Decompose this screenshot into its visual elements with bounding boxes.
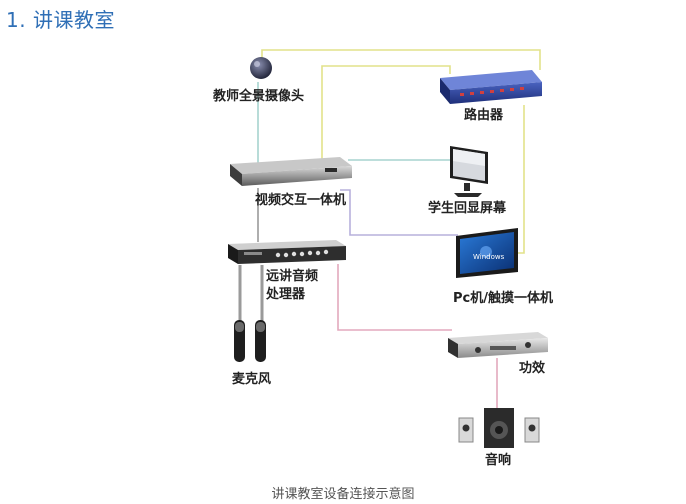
- label-amplifier: 功效: [519, 361, 546, 376]
- audio-processor-icon: [228, 240, 346, 264]
- label-student-screen: 学生回显屏幕: [428, 201, 507, 216]
- line-camera-router: [261, 49, 541, 70]
- line-video-pc: [340, 189, 458, 236]
- line-pc-router: [518, 105, 525, 254]
- line-video-router: [321, 65, 451, 165]
- label-audio-processor-2: 处理器: [266, 287, 306, 302]
- microphone-icon: [234, 320, 266, 362]
- connection-lines: [238, 49, 541, 408]
- pc-monitor-icon: Windows: [456, 228, 518, 278]
- label-pc: Pc机/触摸一体机: [453, 291, 553, 306]
- speaker-icon: [458, 408, 540, 448]
- router-icon: [440, 70, 542, 104]
- student-screen-icon: [450, 146, 488, 197]
- camera-icon: [250, 57, 272, 79]
- video-box-icon: [230, 157, 352, 186]
- amplifier-icon: [448, 332, 548, 358]
- label-speakers: 音响: [485, 453, 512, 468]
- label-video-box: 视频交互一体机: [255, 193, 347, 208]
- page-title: 1. 讲课教室: [6, 8, 115, 32]
- label-router: 路由器: [464, 108, 504, 123]
- label-camera: 教师全景摄像头: [213, 89, 305, 104]
- diagram-caption: 讲课教室设备连接示意图: [271, 487, 415, 502]
- line-audio-amplifier: [337, 264, 452, 331]
- pc-os-text: Windows: [473, 253, 505, 261]
- label-microphones: 麦克风: [232, 372, 272, 387]
- label-audio-processor-1: 远讲音频: [266, 269, 319, 284]
